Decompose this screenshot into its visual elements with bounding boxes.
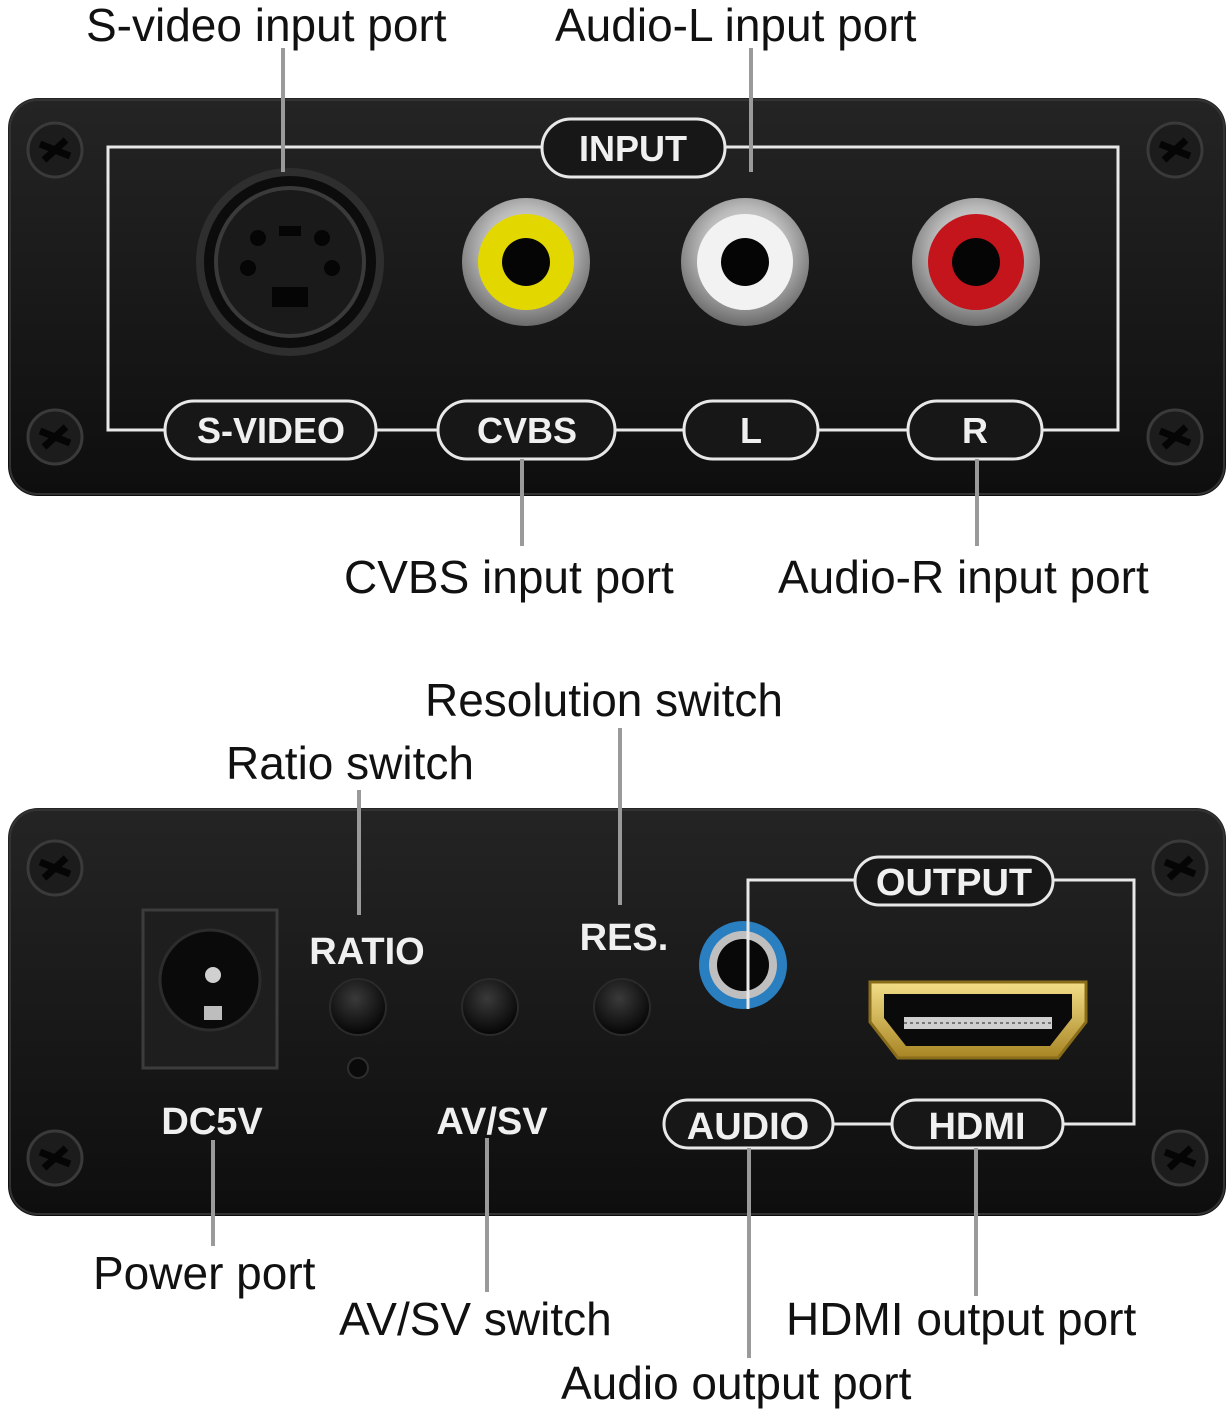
output-device: OUTPUT AUDIO HDMI RATIO RES. DC5V AV/SV [8,808,1226,1216]
power-port[interactable] [141,908,279,1070]
ratio-panel-label: RATIO [309,931,424,973]
audio-panel-label: AUDIO [687,1106,809,1148]
dc5v-panel-label: DC5V [161,1101,263,1143]
audio-output-callout: Audio output port [561,1357,912,1409]
hdmi-output-callout: HDMI output port [786,1293,1137,1345]
input-device: INPUT S-VIDEO CVBS L R [8,98,1226,496]
panel-frame-line [1053,878,1136,1126]
panel-frame-line [746,878,855,1009]
input-section-badge [540,117,727,179]
svideo-port[interactable] [196,168,384,356]
ratio-switch-button[interactable] [329,978,387,1036]
output-section-label: OUTPUT [876,862,1032,904]
status-led [347,1057,369,1079]
audio-output-port[interactable] [699,921,787,1009]
screw-icon [26,839,84,897]
audio-l-port[interactable] [681,198,809,326]
audio-r-input-callout: Audio-R input port [778,551,1149,603]
power-port-callout: Power port [93,1247,316,1299]
avsv-panel-label: AV/SV [436,1101,548,1143]
audio-l-input-callout: Audio-L input port [555,0,917,51]
cvbs-input-callout: CVBS input port [344,551,674,603]
cvbs-port[interactable] [462,198,590,326]
svideo-input-callout: S-video input port [86,0,447,51]
svideo-port-label: S-VIDEO [197,410,345,451]
hdmi-output-port[interactable] [868,980,1088,1060]
screw-icon [26,408,84,466]
input-section-label: INPUT [579,128,687,169]
hdmi-panel-label: HDMI [928,1106,1025,1148]
screw-icon [1151,1129,1209,1187]
resolution-switch-button[interactable] [593,978,651,1036]
avsv-switch-callout: AV/SV switch [339,1293,612,1345]
resolution-switch-callout: Resolution switch [425,674,783,726]
cvbs-port-label: CVBS [477,410,577,451]
audio-r-port[interactable] [912,198,1040,326]
panel-frame-line [106,145,542,432]
screw-icon [1146,408,1204,466]
left-port-label: L [740,410,762,451]
screw-icon [26,121,84,179]
panel-frame-line [725,145,1120,432]
output-section-badge [853,855,1055,907]
screw-icon [1146,121,1204,179]
screw-icon [26,1129,84,1187]
avsv-switch-button[interactable] [461,978,519,1036]
screw-icon [1151,839,1209,897]
ratio-switch-callout: Ratio switch [226,737,474,789]
res-panel-label: RES. [580,917,669,959]
right-port-label: R [962,410,988,451]
